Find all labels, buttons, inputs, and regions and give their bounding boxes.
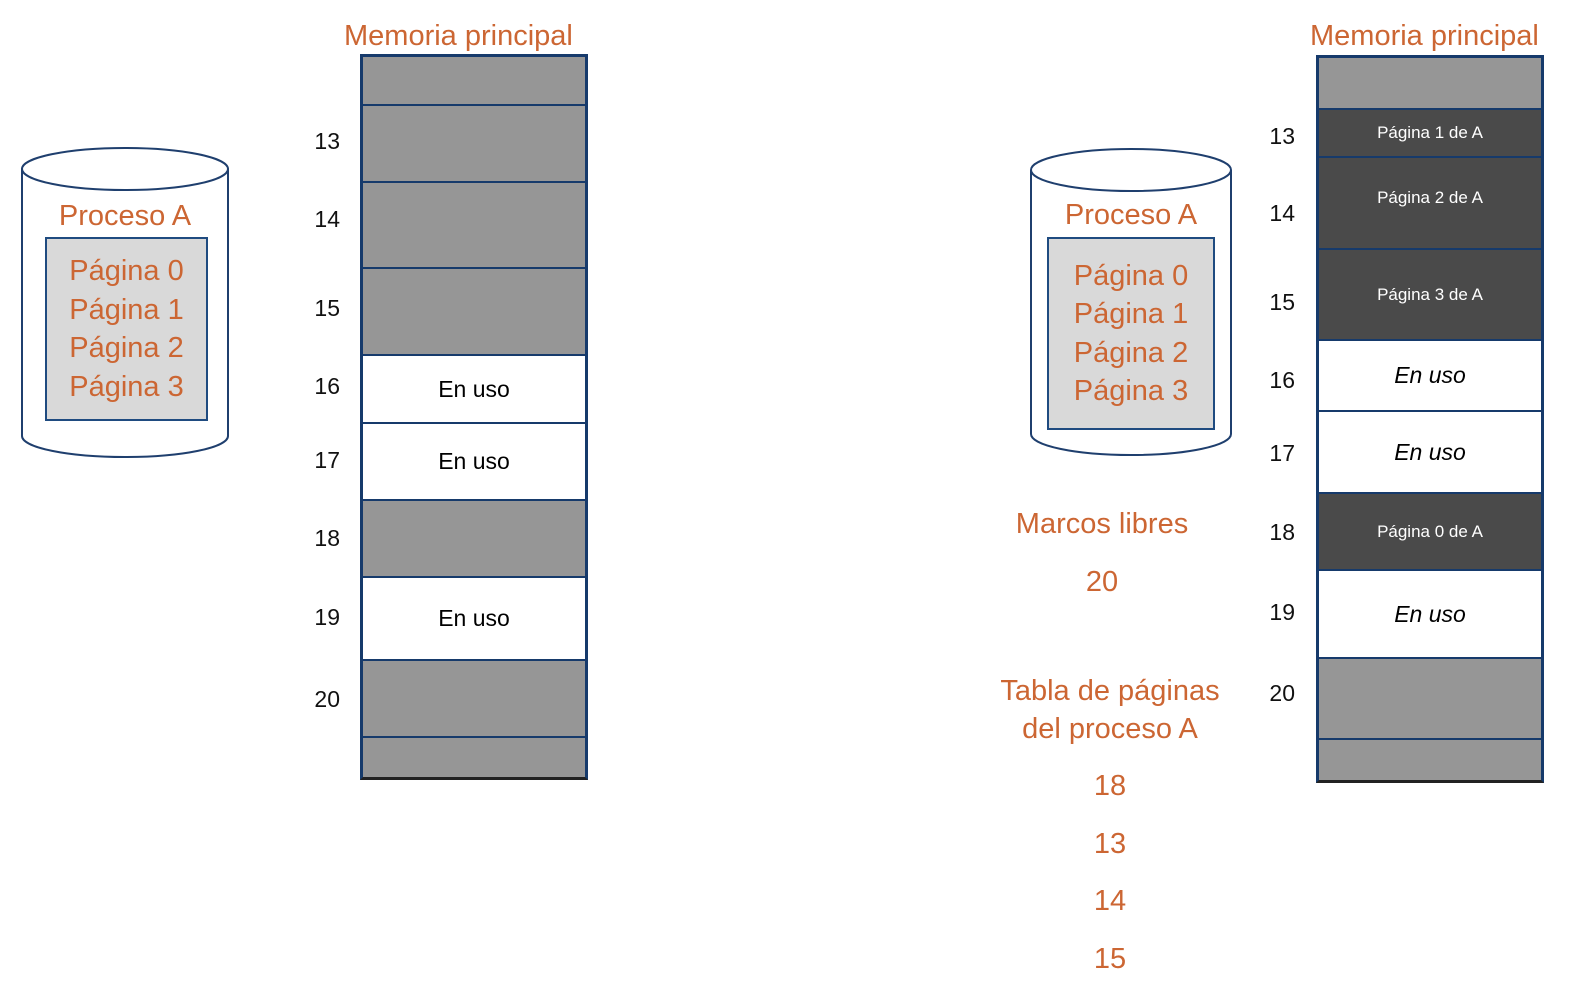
left-disk-page: Página 0 [69, 255, 184, 287]
left-frame-number: 15 [314, 295, 340, 321]
memory-frame [1319, 58, 1541, 108]
memory-frame: En uso [363, 422, 585, 499]
memory-frame [363, 499, 585, 576]
memory-frame [363, 181, 585, 267]
memory-frame: Página 2 de A [1319, 156, 1541, 248]
page-table-entry: 14 [1093, 885, 1127, 917]
right-frame-number: 17 [1269, 440, 1295, 466]
page-table-title-line: del proceso A [1022, 713, 1198, 745]
right-frame-number: 20 [1269, 680, 1295, 706]
memory-frame [363, 57, 585, 104]
left-frame-number: 17 [314, 447, 340, 473]
memory-frame: En uso [1319, 339, 1541, 410]
page-table-entry: 15 [1093, 943, 1127, 975]
free-frame-number: 20 [1085, 566, 1119, 598]
memory-frame: Página 0 de A [1319, 492, 1541, 569]
memory-frame: Página 1 de A [1319, 108, 1541, 156]
right-disk-pages-box: Página 0 Página 1 Página 2 Página 3 [1047, 237, 1215, 430]
left-disk-page: Página 3 [69, 370, 184, 403]
left-frame-number: 20 [314, 686, 340, 712]
left-disk-title: Proceso A [58, 200, 192, 232]
right-frame-number: 16 [1269, 367, 1295, 393]
right-frame-number: 15 [1269, 289, 1295, 315]
left-frame-number: 18 [314, 525, 340, 551]
memory-frame: En uso [1319, 410, 1541, 492]
left-disk-page: Página 2 [69, 332, 184, 364]
memory-frame [363, 659, 585, 736]
left-frame-number: 14 [314, 206, 340, 232]
memory-frame: Página 3 de A [1319, 248, 1541, 339]
right-frame-number: 18 [1269, 519, 1295, 545]
left-disk-pages-box: Página 0 Página 1 Página 2 Página 3 [45, 237, 208, 421]
right-frame-number: 19 [1269, 599, 1295, 625]
left-frame-number: 13 [314, 128, 340, 154]
right-disk-title: Proceso A [1064, 199, 1198, 231]
memory-frame [1319, 738, 1541, 780]
page-table-entry: 13 [1093, 828, 1127, 860]
right-memory-title: Memoria principal [1310, 20, 1539, 52]
right-frame-number: 14 [1269, 200, 1295, 226]
right-disk-page: Página 1 [1073, 298, 1189, 330]
right-memory-column: Página 1 de A Página 2 de A Página 3 de … [1316, 55, 1544, 783]
right-disk-page: Página 0 [1073, 259, 1189, 292]
left-memory-column: En uso En uso En uso [360, 54, 588, 780]
memory-frame [363, 104, 585, 181]
right-disk-page: Página 2 [1073, 336, 1189, 369]
memory-frame [1319, 657, 1541, 738]
right-frame-number: 13 [1269, 123, 1295, 149]
memory-frame: En uso [363, 576, 585, 659]
memory-frame: En uso [363, 354, 585, 422]
left-frame-number: 19 [314, 604, 340, 630]
memory-frame: En uso [1319, 569, 1541, 657]
free-frames-title: Marcos libres [1015, 508, 1189, 540]
left-disk-page: Página 1 [69, 293, 184, 326]
right-disk-page: Página 3 [1073, 375, 1189, 407]
left-frame-number: 16 [314, 373, 340, 399]
page-table-title-line: Tabla de páginas [1000, 675, 1220, 707]
memory-frame [363, 267, 585, 354]
page-table-entry: 18 [1093, 770, 1127, 802]
memory-frame [363, 736, 585, 777]
left-memory-title: Memoria principal [344, 20, 573, 52]
